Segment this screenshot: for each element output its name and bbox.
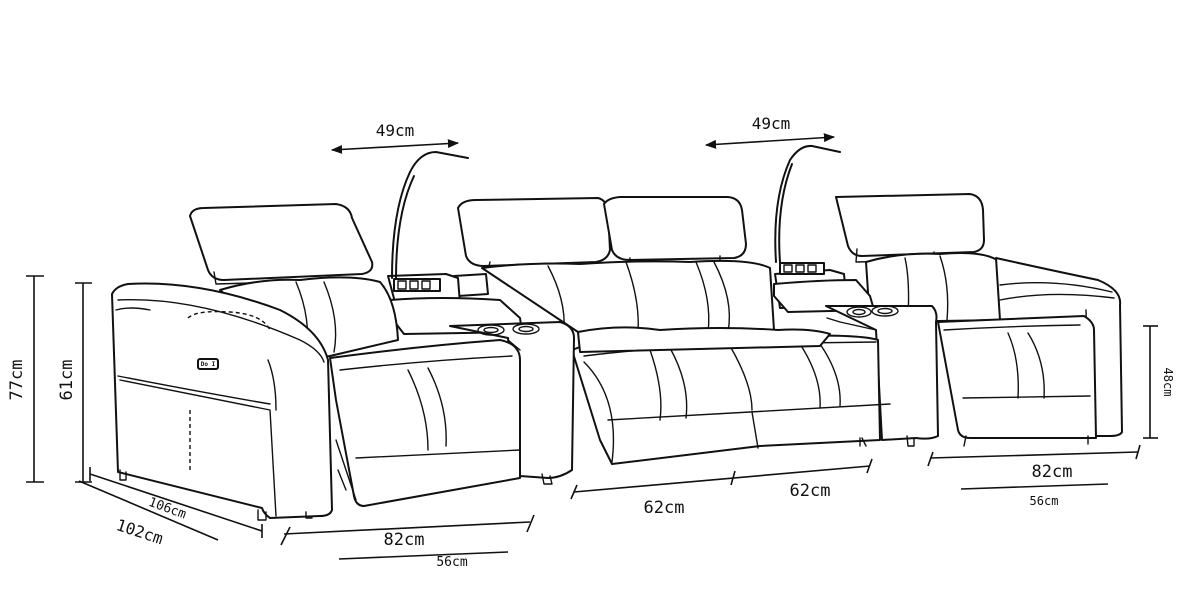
- left-recliner: [111, 203, 521, 521]
- dim-total-height: [26, 275, 44, 483]
- dim-right-recliner-width: [927, 444, 1141, 467]
- left-console: [387, 151, 575, 485]
- dim-lamp-left: [330, 139, 460, 154]
- armrest-control-button: [197, 358, 219, 370]
- label-left-seat-width: 56cm: [436, 555, 467, 570]
- label-seat-back-height: 61cm: [57, 360, 77, 401]
- label-middle-seat-1: 62cm: [644, 498, 685, 518]
- label-right-recliner-width: 82cm: [1032, 462, 1073, 482]
- label-total-height: 77cm: [7, 360, 27, 401]
- label-depth-reclined: 102cm: [114, 515, 166, 548]
- dim-right-seat-width: [960, 483, 1109, 490]
- dim-left-seat-width: [338, 551, 509, 560]
- right-recliner: [835, 193, 1123, 447]
- dim-lamp-right: [704, 133, 836, 149]
- label-left-recliner-width: 82cm: [384, 530, 425, 550]
- right-console: [773, 144, 939, 447]
- label-lamp-right: 49cm: [752, 114, 791, 133]
- label-middle-seat-2: 62cm: [790, 481, 831, 501]
- label-lamp-left: 49cm: [376, 121, 415, 140]
- dim-seat-back-height: [75, 282, 92, 483]
- dim-depth-upright: [89, 467, 263, 538]
- dim-seat-height: [1143, 325, 1158, 439]
- dim-left-recliner-width: [280, 514, 535, 546]
- dim-depth-reclined: [78, 480, 219, 541]
- middle-sofa: [453, 196, 891, 465]
- label-seat-height: 48cm: [1161, 368, 1175, 397]
- label-right-seat-width: 56cm: [1030, 494, 1059, 508]
- armrest-button-text: Do I: [201, 361, 216, 368]
- dim-middle-seats: [570, 458, 873, 500]
